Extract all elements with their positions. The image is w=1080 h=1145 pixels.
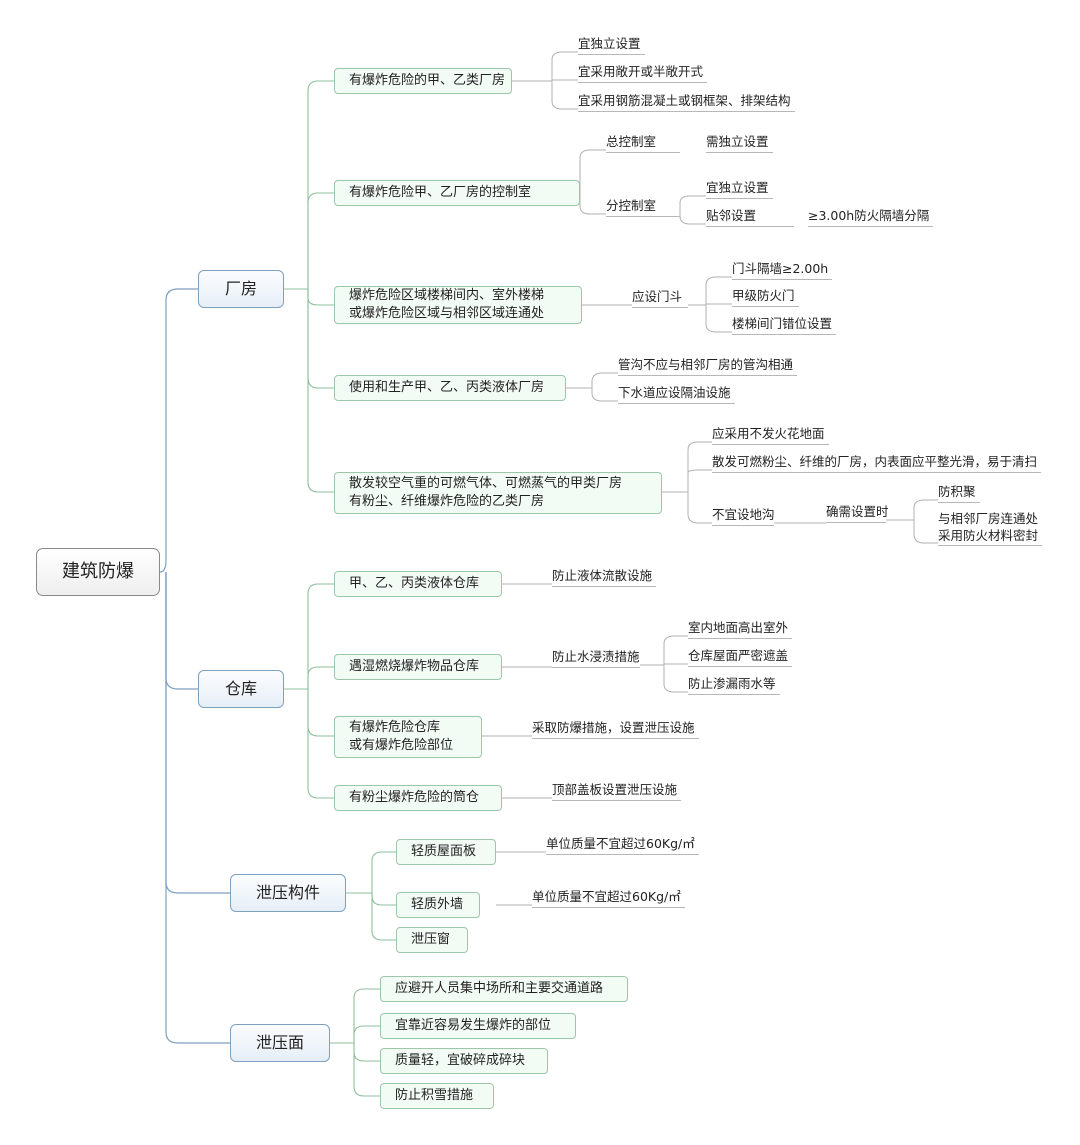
trench-item-2: 与相邻厂房连通处 采用防火材料密封 <box>938 511 1043 546</box>
factory-n1-item-3: 宜采用钢筋混凝土或钢框架、排架结构 <box>578 93 795 112</box>
warehouse-n2-item-2: 仓库屋面严密遮盖 <box>688 648 793 667</box>
sub-room-option-2-req: ≥3.00h防火隔墙分隔 <box>808 208 934 227</box>
root-topic[interactable]: 建筑防爆 <box>36 548 160 596</box>
warehouse-n2-item-3: 防止渗漏雨水等 <box>688 676 780 695</box>
no-trench: 不宜设地沟 <box>712 507 775 526</box>
sub-control-room: 分控制室 <box>606 198 680 217</box>
branch-factory[interactable]: 厂房 <box>198 270 284 308</box>
factory-n3-item-3: 楼梯间门错位设置 <box>732 316 837 335</box>
warehouse-silo[interactable]: 有粉尘爆炸危险的筒仓 <box>334 785 502 811</box>
sub-room-option-2: 贴邻设置 <box>706 208 794 227</box>
factory-n3-item-2: 甲级防火门 <box>732 288 799 307</box>
warehouse-liquid[interactable]: 甲、乙、丙类液体仓库 <box>334 571 502 597</box>
factory-n4-item-2: 下水道应设隔油设施 <box>618 385 735 404</box>
main-control-room-req: 需独立设置 <box>706 134 773 153</box>
sub-room-option-1: 宜独立设置 <box>706 180 773 199</box>
factory-n5-item-1: 应采用不发火花地面 <box>712 426 829 445</box>
relief-face-item-1[interactable]: 应避开人员集中场所和主要交通道路 <box>380 976 628 1002</box>
factory-n3-item-1: 门斗隔墙≥2.00h <box>732 261 833 280</box>
relief-roof-panel-req: 单位质量不宜超过60Kg/㎡ <box>546 836 699 855</box>
relief-window[interactable]: 泄压窗 <box>396 927 468 953</box>
relief-outer-wall[interactable]: 轻质外墙 <box>396 892 480 918</box>
warehouse-n2-item-1: 室内地面高出室外 <box>688 620 793 639</box>
factory-n3-req: 应设门斗 <box>632 289 688 308</box>
branch-relief-face[interactable]: 泄压面 <box>230 1024 330 1062</box>
if-needed: 确需设置时 <box>826 504 889 523</box>
relief-face-item-4[interactable]: 防止积雪措施 <box>380 1083 494 1109</box>
main-control-room: 总控制室 <box>606 134 680 153</box>
factory-stairwell[interactable]: 爆炸危险区域楼梯间内、室外楼梯 或爆炸危险区域与相邻区域连通处 <box>334 286 582 324</box>
factory-n1-item-1: 宜独立设置 <box>578 36 645 55</box>
warehouse-n3-req: 采取防爆措施，设置泄压设施 <box>532 720 699 739</box>
factory-n1-item-2: 宜采用敞开或半敞开式 <box>578 64 708 83</box>
factory-n4-item-1: 管沟不应与相邻厂房的管沟相通 <box>618 357 798 376</box>
factory-explosion-ab[interactable]: 有爆炸危险的甲、乙类厂房 <box>334 68 512 94</box>
trench-item-1: 防积聚 <box>938 484 980 503</box>
warehouse-explosion[interactable]: 有爆炸危险仓库 或有爆炸危险部位 <box>334 716 482 758</box>
relief-outer-wall-req: 单位质量不宜超过60Kg/㎡ <box>532 889 685 908</box>
warehouse-n2-req: 防止水浸渍措施 <box>552 649 640 668</box>
branch-relief-parts[interactable]: 泄压构件 <box>230 874 346 912</box>
factory-n5-item-2: 散发可燃粉尘、纤维的厂房，内表面应平整光滑，易于清扫 <box>712 454 1042 473</box>
factory-control-room[interactable]: 有爆炸危险甲、乙厂房的控制室 <box>334 180 580 206</box>
relief-face-item-2[interactable]: 宜靠近容易发生爆炸的部位 <box>380 1013 576 1039</box>
relief-roof-panel[interactable]: 轻质屋面板 <box>396 839 496 865</box>
factory-liquid[interactable]: 使用和生产甲、乙、丙类液体厂房 <box>334 375 566 401</box>
factory-heavy-gas-dust[interactable]: 散发较空气重的可燃气体、可燃蒸气的甲类厂房 有粉尘、纤维爆炸危险的乙类厂房 <box>334 472 662 514</box>
warehouse-wet-burning[interactable]: 遇湿燃烧爆炸物品仓库 <box>334 654 502 680</box>
warehouse-n4-req: 顶部盖板设置泄压设施 <box>552 782 682 801</box>
relief-face-item-3[interactable]: 质量轻，宜破碎成碎块 <box>380 1048 548 1074</box>
branch-warehouse[interactable]: 仓库 <box>198 670 284 708</box>
warehouse-n1-req: 防止液体流散设施 <box>552 568 657 587</box>
